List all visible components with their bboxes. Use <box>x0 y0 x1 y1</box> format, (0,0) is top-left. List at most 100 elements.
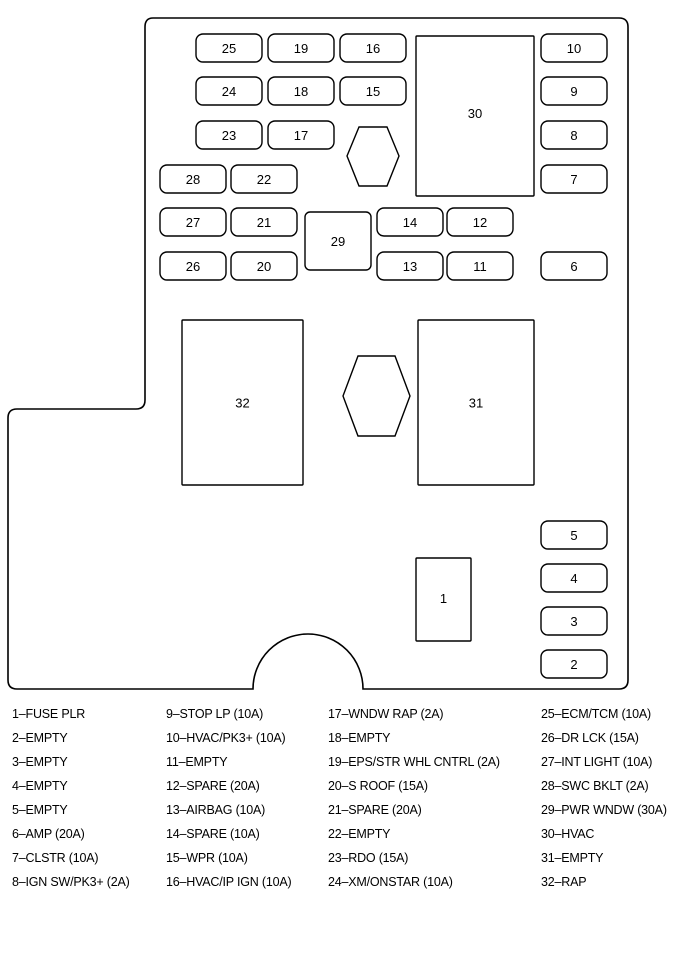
fuse-label: 22 <box>257 172 271 187</box>
fuse-label: 1 <box>440 591 447 606</box>
fuse-slot-32: 32 <box>181 319 304 486</box>
legend-entry: 24–XM/ONSTAR (10A) <box>328 875 453 889</box>
fuse-box <box>446 251 514 281</box>
legend-entry: 6–AMP (20A) <box>12 827 85 841</box>
fuse-slot-28: 28 <box>159 164 227 194</box>
fuse-slot-13: 13 <box>376 251 444 281</box>
legend-entry: 12–SPARE (20A) <box>166 779 260 793</box>
fuse-box <box>415 35 535 197</box>
legend-entry: 17–WNDW RAP (2A) <box>328 707 444 721</box>
legend-entry: 20–S ROOF (15A) <box>328 779 428 793</box>
fuse-box <box>540 120 608 150</box>
fuse-slot-7: 7 <box>540 164 608 194</box>
fuse-label: 4 <box>570 571 577 586</box>
fuse-box <box>540 164 608 194</box>
fuse-slot-16: 16 <box>339 33 407 63</box>
fuse-slot-30: 30 <box>415 35 535 197</box>
fuse-slot-27: 27 <box>159 207 227 237</box>
fuse-label: 32 <box>235 396 249 411</box>
fuse-slot-19: 19 <box>267 33 335 63</box>
fuse-label: 18 <box>294 84 308 99</box>
legend-entry: 7–CLSTR (10A) <box>12 851 99 865</box>
fuse-slot-29: 29 <box>304 211 372 271</box>
legend-entry: 26–DR LCK (15A) <box>541 731 639 745</box>
fuse-box <box>267 33 335 63</box>
legend-entry: 19–EPS/STR WHL CNTRL (2A) <box>328 755 500 769</box>
legend-entry: 22–EMPTY <box>328 827 391 841</box>
fuse-box <box>230 164 298 194</box>
fuse-slot-15: 15 <box>339 76 407 106</box>
fuse-box <box>159 251 227 281</box>
legend-entry: 4–EMPTY <box>12 779 68 793</box>
fuse-label: 21 <box>257 215 271 230</box>
fuse-slot-22: 22 <box>230 164 298 194</box>
fuse-label: 15 <box>366 84 380 99</box>
fuse-label: 29 <box>331 234 345 249</box>
fuse-label: 3 <box>570 614 577 629</box>
fuse-slot-14: 14 <box>376 207 444 237</box>
legend-entry: 31–EMPTY <box>541 851 604 865</box>
fuse-box <box>540 33 608 63</box>
fuse-label: 12 <box>473 215 487 230</box>
legend-entry: 29–PWR WNDW (30A) <box>541 803 667 817</box>
fuse-box <box>540 649 608 679</box>
legend-entry: 2–EMPTY <box>12 731 68 745</box>
fuse-box <box>417 319 535 486</box>
fuse-box <box>540 606 608 636</box>
fuse-slot-2: 2 <box>540 649 608 679</box>
fuse-label: 13 <box>403 259 417 274</box>
fuse-box <box>195 76 263 106</box>
fuse-box <box>159 207 227 237</box>
legend-entry: 15–WPR (10A) <box>166 851 248 865</box>
fuse-label: 14 <box>403 215 417 230</box>
fuse-box <box>230 251 298 281</box>
fuse-box <box>195 120 263 150</box>
legend-entry: 21–SPARE (20A) <box>328 803 422 817</box>
fuse-box <box>304 211 372 271</box>
fuse-label: 30 <box>468 106 482 121</box>
legend-entry: 28–SWC BKLT (2A) <box>541 779 649 793</box>
legend-entry: 18–EMPTY <box>328 731 391 745</box>
fuse-label: 5 <box>570 528 577 543</box>
fuse-box <box>446 207 514 237</box>
fuse-box <box>181 319 304 486</box>
legend-entry: 5–EMPTY <box>12 803 68 817</box>
fuse-box <box>540 520 608 550</box>
fuse-slot-23: 23 <box>195 120 263 150</box>
fuse-slot-10: 10 <box>540 33 608 63</box>
fuse-label: 23 <box>222 128 236 143</box>
fuse-box <box>540 76 608 106</box>
fuse-slot-24: 24 <box>195 76 263 106</box>
fuse-label: 10 <box>567 41 581 56</box>
fuse-label: 31 <box>469 396 483 411</box>
fuse-label: 25 <box>222 41 236 56</box>
fuse-label: 24 <box>222 84 236 99</box>
legend-entry: 32–RAP <box>541 875 587 889</box>
fuse-box <box>339 33 407 63</box>
fuse-box <box>376 251 444 281</box>
fuse-label: 7 <box>570 172 577 187</box>
fuse-slot-17: 17 <box>267 120 335 150</box>
legend-entry: 1–FUSE PLR <box>12 707 86 721</box>
fuse-label: 17 <box>294 128 308 143</box>
legend-entry: 8–IGN SW/PK3+ (2A) <box>12 875 130 889</box>
fuse-label: 20 <box>257 259 271 274</box>
fuse-box <box>230 207 298 237</box>
fuse-label: 16 <box>366 41 380 56</box>
fuse-label: 6 <box>570 259 577 274</box>
fuse-box <box>195 33 263 63</box>
fuse-label: 9 <box>570 84 577 99</box>
fuse-label: 11 <box>473 259 487 274</box>
fuse-box <box>159 164 227 194</box>
fuse-box <box>540 251 608 281</box>
legend-entry: 25–ECM/TCM (10A) <box>541 707 652 721</box>
fuse-slot-6: 6 <box>540 251 608 281</box>
legend-entry: 16–HVAC/IP IGN (10A) <box>166 875 292 889</box>
fuse-slot-26: 26 <box>159 251 227 281</box>
fuse-slot-18: 18 <box>267 76 335 106</box>
fuse-slot-21: 21 <box>230 207 298 237</box>
fuse-label: 19 <box>294 41 308 56</box>
fuse-box <box>267 120 335 150</box>
fuse-label: 2 <box>570 657 577 672</box>
